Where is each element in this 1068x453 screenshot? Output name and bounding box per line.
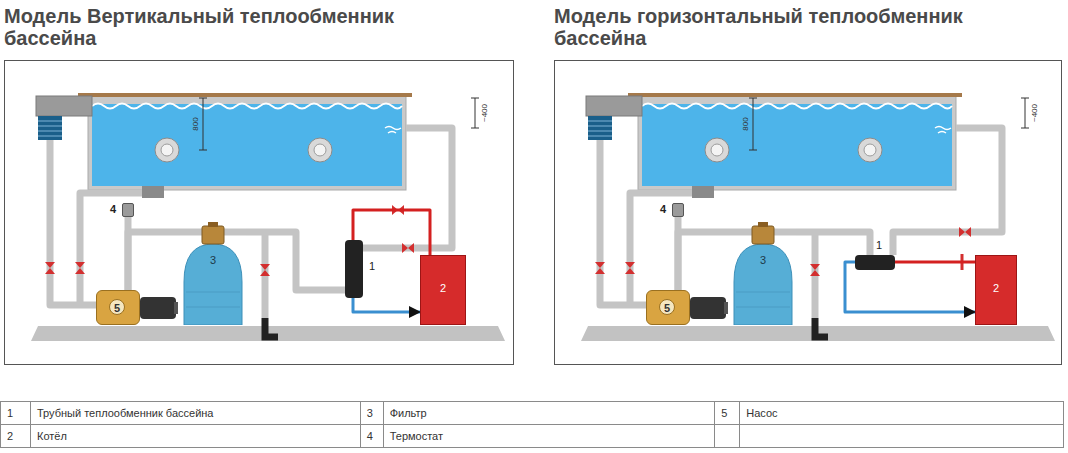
return-pipe-horizontal [893, 128, 1002, 270]
callout-number: 5 [659, 299, 675, 315]
table-number: 3 [367, 407, 373, 419]
table-cell: Насос [740, 402, 1064, 425]
pump-symbol: 5 [96, 290, 140, 325]
hot-flow-pipe [895, 261, 975, 264]
filter-outline [180, 222, 246, 325]
table-text: Термостат [390, 430, 443, 442]
callout-number: 4 [110, 203, 116, 215]
table-number: 5 [721, 407, 727, 419]
table-cell [740, 425, 1064, 448]
pool-scheme-vertical [31, 93, 505, 341]
water-pipe [246, 232, 345, 290]
callout-number: 4 [660, 203, 666, 215]
pool-scheme-horizontal [581, 93, 1055, 341]
table-cell: 1 [1, 402, 31, 425]
scheme-panel: Модель Вертикальный теплообменник бассей… [0, 0, 520, 370]
panel-heading: Модель Вертикальный теплообменник бассей… [4, 5, 484, 49]
callout-number: 2 [976, 282, 1016, 294]
filter-symbol: 3 [180, 222, 246, 325]
boiler-box: 2 [420, 255, 466, 325]
heat-exchanger: 1 [345, 240, 363, 298]
callout-number: 1 [876, 239, 882, 251]
dimension-label: 800 [191, 116, 200, 131]
filter-outline [730, 222, 796, 325]
boiler-box: 2 [975, 255, 1017, 325]
return-pipe-vertical [363, 128, 452, 253]
table-cell: 5 [715, 402, 740, 425]
callout-number: 1 [369, 260, 375, 272]
water-pipe [796, 232, 870, 255]
callout-number: 3 [730, 254, 796, 266]
table-cell: Котёл [30, 425, 360, 448]
table-cell: 3 [360, 402, 383, 425]
thermostat-symbol: 4 [122, 203, 134, 217]
table-cell: Фильтр [383, 402, 715, 425]
dimension-label: ~400 [480, 103, 489, 123]
filter-symbol: 3 [730, 222, 796, 325]
table-cell [715, 425, 740, 448]
table-cell: Трубный теплообменник бассейна [30, 402, 360, 425]
pump-symbol: 5 [646, 290, 690, 325]
table-cell: 2 [1, 425, 31, 448]
panel-heading: Модель горизонтальный теплообменник басс… [554, 5, 1034, 49]
table-text: Котёл [37, 430, 67, 442]
table-number: 4 [367, 430, 373, 442]
dimension-label: ~400 [1030, 103, 1039, 123]
callout-number: 3 [180, 254, 246, 266]
thermostat-symbol: 4 [672, 203, 684, 217]
table-number: 2 [7, 430, 13, 442]
scheme-panel: Модель горизонтальный теплообменник басс… [550, 0, 1068, 370]
hot-flow-pipe [353, 210, 430, 255]
table-number: 1 [7, 407, 13, 419]
table-text: Фильтр [390, 407, 427, 419]
heat-exchanger: 1 [855, 255, 895, 270]
table-cell: Термостат [383, 425, 715, 448]
legend-table: 1 Трубный теплообменник бассейна 3 Фильтр 5 Н… [0, 401, 1064, 448]
return-flow-pipe [353, 298, 420, 312]
dimension-label: 800 [741, 116, 750, 131]
table-text: Насос [746, 407, 777, 419]
table-cell: 4 [360, 425, 383, 448]
table-text: Трубный теплообменник бассейна [37, 407, 214, 419]
water-pipe [128, 232, 180, 290]
table-row: 1 Трубный теплообменник бассейна 3 Фильтр 5 Н… [1, 402, 1064, 425]
water-pipe [678, 232, 730, 290]
callout-number: 5 [109, 299, 125, 315]
table-row: 2 Котёл 4 Термостат [1, 425, 1064, 448]
callout-number: 2 [421, 282, 465, 294]
